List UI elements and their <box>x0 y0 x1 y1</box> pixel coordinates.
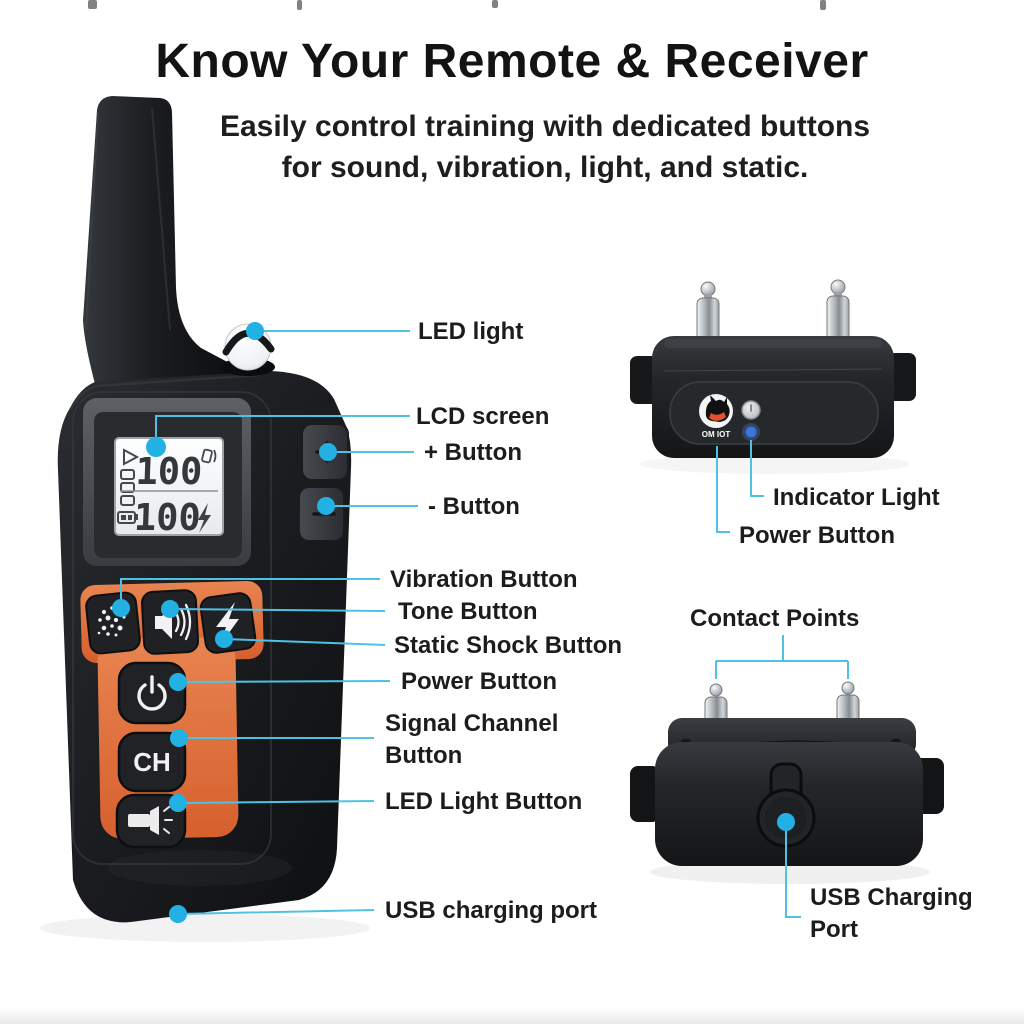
callout-lines <box>120 330 849 918</box>
callout-label-signal-channel-button: Signal Channel Button <box>385 710 559 769</box>
callout-dot-channel <box>170 729 188 747</box>
callout-label-led-light: LED light <box>418 318 524 345</box>
lcd-level-icon-2 <box>120 482 135 493</box>
vibration-button <box>85 591 141 655</box>
callout-dot-led-button <box>169 794 187 812</box>
power-icon <box>137 675 167 711</box>
receiver-back <box>630 681 944 866</box>
callout-dot-lcd-screen <box>146 437 166 457</box>
callout-line-led-button <box>177 800 375 804</box>
led-light-button <box>115 793 187 849</box>
indicator-light <box>742 423 760 441</box>
callout-dot-minus <box>317 497 335 515</box>
remote-device: 100 100 <box>57 96 352 923</box>
power-button <box>117 661 187 725</box>
bottom-edge-shade <box>0 1008 1024 1024</box>
callout-label-plus-button: + Button <box>424 439 522 466</box>
callout-label-vibration-button: Vibration Button <box>390 566 578 593</box>
callout-dot-vibration <box>112 599 130 617</box>
callout-label-minus-button: - Button <box>428 493 520 520</box>
callout-dot-led-light <box>246 322 264 340</box>
lcd-lightning-icon <box>198 503 211 533</box>
page-subtitle: Easily control training with dedicated b… <box>70 106 1020 188</box>
lcd-screen: 100 100 <box>83 398 251 566</box>
channel-button: CH <box>117 731 187 793</box>
strap-wing-left <box>630 356 658 404</box>
lcd-top-value: 100 <box>135 450 203 493</box>
lcd-level-icon-1 <box>120 469 135 480</box>
callout-dot-usb-back <box>777 813 795 831</box>
remote-antenna <box>83 96 235 384</box>
brand-logo-text: OM IOT <box>702 430 731 439</box>
lcd-vibration-icon <box>201 448 217 464</box>
lcd-level-icon-3 <box>120 495 135 506</box>
led-light-bulb <box>221 323 275 376</box>
lcd-speaker-icon <box>123 448 140 466</box>
subtitle-line-1: Easily control training with dedicated b… <box>219 110 871 143</box>
callout-label-receiver-power-button: Power Button <box>739 522 895 549</box>
top-edge-artifacts <box>88 0 826 10</box>
channel-button-label: CH <box>133 747 171 777</box>
callout-dot-static <box>215 630 233 648</box>
callout-line-rx-power <box>716 446 730 533</box>
callout-dot-power <box>169 673 187 691</box>
callout-label-usb-charging-port: USB charging port <box>385 897 598 924</box>
receiver-front: OM IOT <box>630 279 916 458</box>
callout-line-vibration <box>120 578 380 608</box>
subtitle-line-2: for sound, vibration, light, and static. <box>281 151 809 184</box>
callout-label-tone-button: Tone Button <box>398 598 538 625</box>
callout-line-static <box>223 638 386 646</box>
callout-line-lcd-screen <box>155 415 410 447</box>
callout-label-contact-points: Contact Points <box>690 605 860 632</box>
callout-dots <box>112 322 795 923</box>
static-shock-button <box>199 592 257 654</box>
callout-line-tone <box>169 608 386 612</box>
callout-line-indicator <box>750 440 764 497</box>
callout-dot-tone <box>161 600 179 618</box>
callout-label-power-button: Power Button <box>401 668 557 695</box>
callout-line-power <box>177 680 391 683</box>
brand-logo: OM IOT <box>699 394 733 439</box>
tone-button <box>140 589 200 655</box>
callout-label-static-shock-button: Static Shock Button <box>394 632 623 659</box>
page-title: Know Your Remote & Receiver <box>155 35 869 88</box>
lcd-bottom-value: 100 <box>133 496 201 539</box>
callout-line-usb <box>177 909 375 915</box>
callout-label-indicator-light: Indicator Light <box>773 484 940 511</box>
callout-label-lcd-screen: LCD screen <box>416 403 550 430</box>
callout-label-usb-charging-port-back: USB Charging Port <box>810 884 973 943</box>
callout-line-usb-back <box>785 831 801 918</box>
minus-button <box>298 486 345 542</box>
callout-label-led-light-button: LED Light Button <box>385 788 583 815</box>
strap-wing-right <box>888 353 916 401</box>
receiver-power-button <box>741 400 761 420</box>
lcd-digits: 100 100 <box>133 450 203 539</box>
callout-dot-plus <box>319 443 337 461</box>
callout-dot-usb <box>169 905 187 923</box>
back-strap-wing-left <box>630 766 660 822</box>
callout-bracket-contact-points <box>715 635 849 679</box>
lightning-icon <box>216 602 239 645</box>
flashlight-icon <box>128 806 173 835</box>
